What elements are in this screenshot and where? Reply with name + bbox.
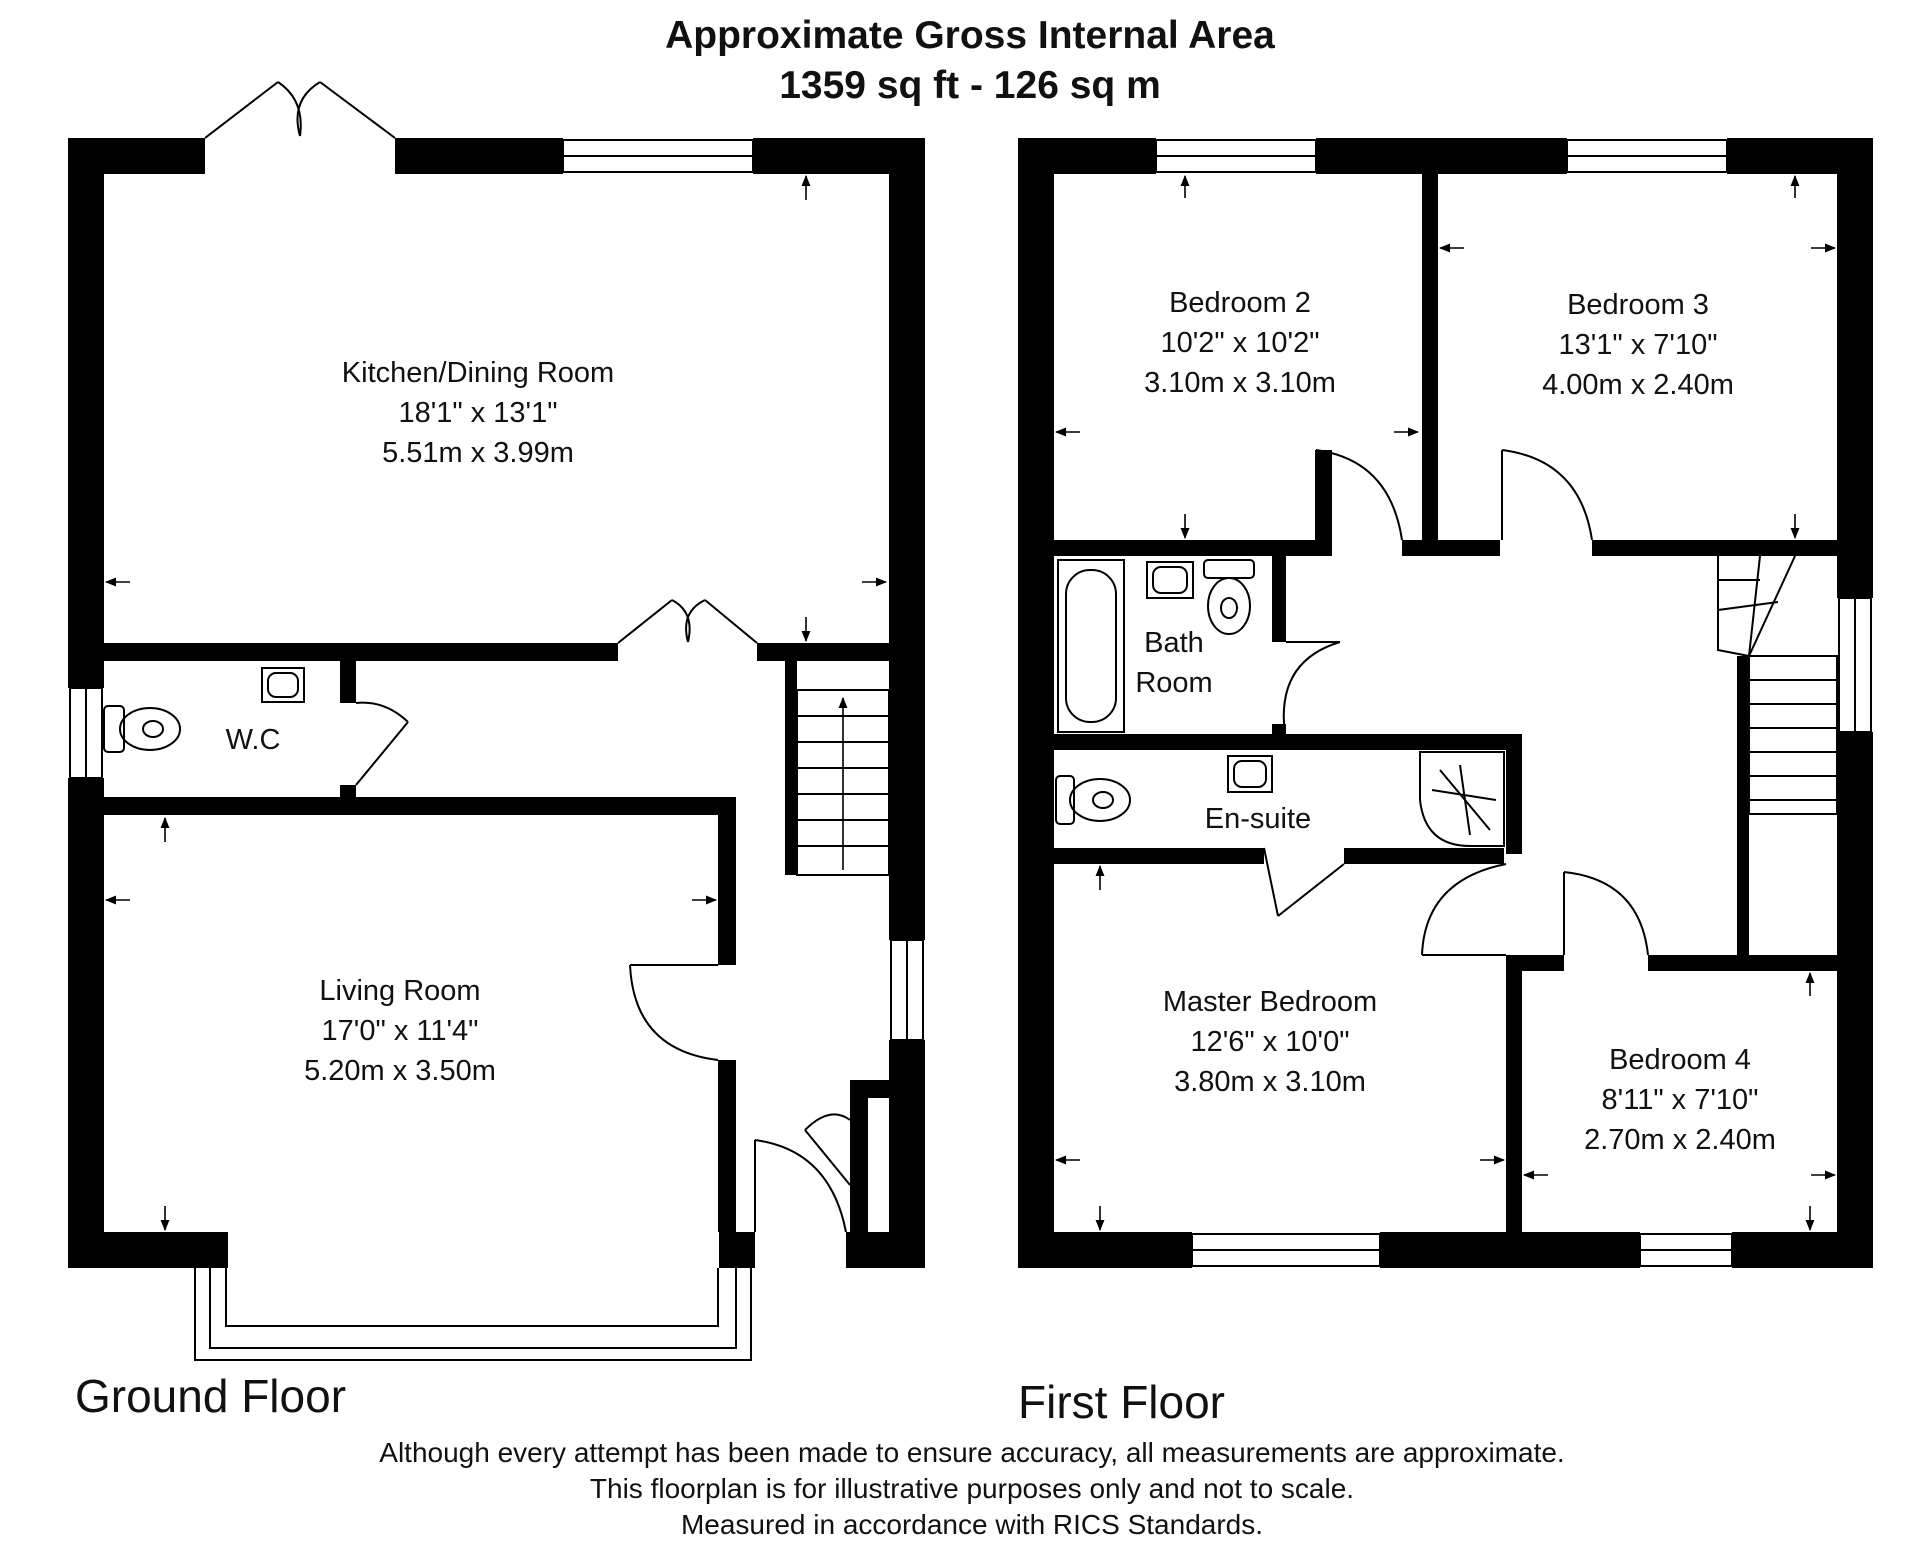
kitchen-metric: 5.51m x 3.99m [382,437,574,469]
bedroom4-metric: 2.70m x 2.40m [1584,1124,1776,1156]
bedroom4-imperial: 8'11" x 7'10" [1602,1084,1759,1116]
bath-door [1282,641,1341,725]
shower-icon [1419,751,1505,847]
bath-basin-icon [1146,561,1194,599]
bedroom3-name: Bedroom 3 [1567,289,1709,321]
porch-door [804,1113,851,1186]
kitchen-name: Kitchen/Dining Room [342,357,614,389]
bedroom4-door [1563,871,1649,956]
master-door [1421,863,1507,956]
ground-floor-label: Ground Floor [75,1370,346,1422]
bath-name-line2: Room [1135,667,1212,699]
ensuite-basin-icon [1227,755,1273,793]
ground-floor-stairs [796,689,890,876]
ground-floor-plan: Kitchen/Dining Room 18'1" x 13'1" 5.51m … [68,81,925,1422]
wc-door [355,701,409,786]
kitchen-imperial: 18'1" x 13'1" [398,397,557,429]
disclaimer-line-2: This floorplan is for illustrative purpo… [590,1473,1354,1504]
bedroom3-door [1501,449,1593,541]
bedroom2-imperial: 10'2" x 10'2" [1160,327,1319,359]
ensuite-toilet-icon [1055,775,1131,825]
master-metric: 3.80m x 3.10m [1174,1066,1366,1098]
kitchen-french-doors [204,81,396,139]
first-floor-label: First Floor [1018,1376,1225,1428]
living-door [629,964,719,1061]
bathtub-icon [1057,559,1125,733]
master-imperial: 12'6" x 10'0" [1190,1026,1349,1058]
bath-name-line1: Bath [1144,627,1204,659]
front-door [754,1139,847,1233]
ensuite-name: En-suite [1205,803,1311,835]
title-line-2: 1359 sq ft - 126 sq m [779,64,1161,107]
first-floor-walls [1018,138,1873,1268]
living-bay-window [194,1268,752,1361]
hall-double-doors [617,599,758,644]
bath-toilet-icon [1203,559,1255,635]
disclaimer-line-1: Although every attempt has been made to … [379,1437,1564,1468]
living-imperial: 17'0" x 11'4" [322,1015,479,1047]
disclaimer-line-3: Measured in accordance with RICS Standar… [681,1509,1263,1540]
wc-basin-icon [261,667,305,703]
bedroom3-imperial: 13'1" x 7'10" [1558,329,1717,361]
first-dimension-arrows [1054,174,1837,1232]
living-metric: 5.20m x 3.50m [304,1055,496,1087]
bedroom2-door [1315,449,1403,541]
master-name: Master Bedroom [1163,986,1377,1018]
bedroom4-name: Bedroom 4 [1609,1044,1751,1076]
first-floor-stairs [1717,555,1838,815]
title-line-1: Approximate Gross Internal Area [665,14,1275,57]
ground-floor-walls [68,138,925,1268]
bedroom2-metric: 3.10m x 3.10m [1144,367,1336,399]
living-name: Living Room [319,975,480,1007]
first-floor-plan: Bedroom 2 10'2" x 10'2" 3.10m x 3.10m Be… [1018,138,1873,1428]
wc-toilet-icon [103,705,181,753]
wc-name: W.C [226,724,281,756]
ensuite-door [1263,847,1345,917]
bedroom3-metric: 4.00m x 2.40m [1542,369,1734,401]
ground-dimension-arrows [104,174,888,1232]
bedroom2-name: Bedroom 2 [1169,287,1311,319]
